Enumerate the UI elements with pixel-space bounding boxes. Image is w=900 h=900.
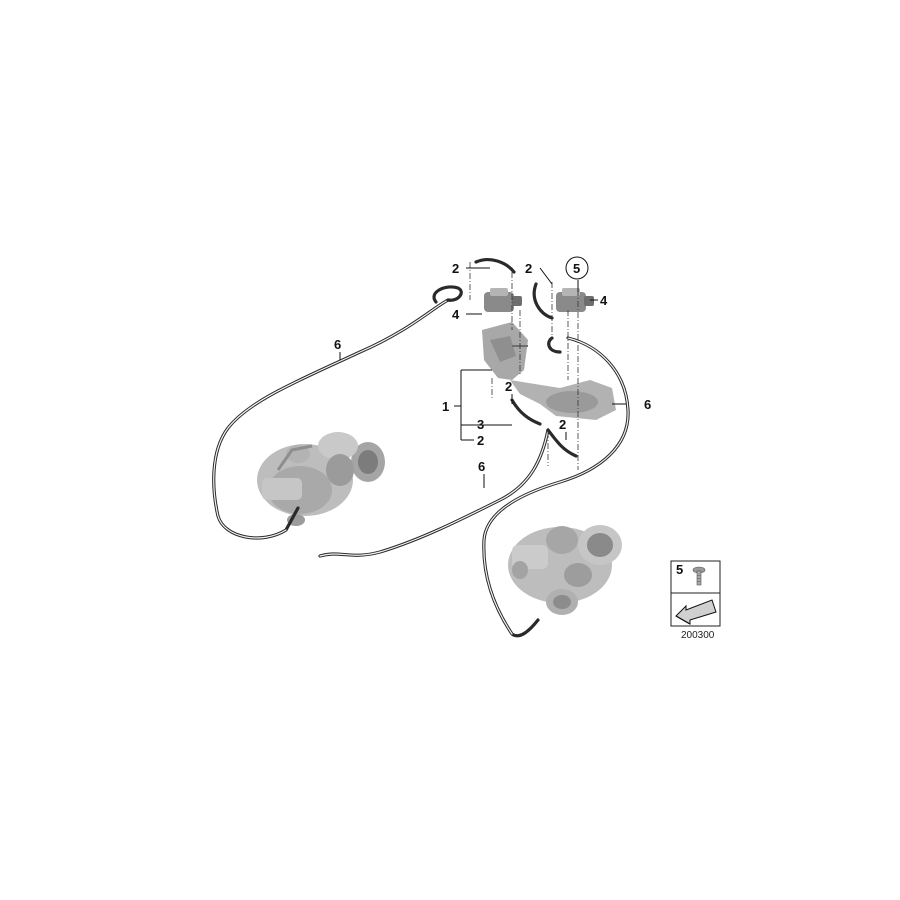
bracket <box>482 322 616 420</box>
callout-5: 5 <box>573 261 580 276</box>
pressure-converter-left <box>484 288 522 312</box>
turbocharger-left <box>257 432 385 526</box>
callout-leaders <box>339 267 626 488</box>
callout-6-middle: 6 <box>478 459 485 474</box>
callout-2-top-right: 2 <box>525 261 532 276</box>
callout-4-left: 4 <box>452 307 460 322</box>
callout-6-left: 6 <box>334 337 341 352</box>
callout-6-right: 6 <box>644 397 651 412</box>
reference-item-number: 5 <box>676 562 683 577</box>
callout-2-lower-right: 2 <box>559 417 566 432</box>
callout-3: 3 <box>477 417 484 432</box>
reference-box: 5 200300 <box>670 560 721 641</box>
drawing-number: 200300 <box>681 630 715 641</box>
turbocharger-right <box>508 525 622 615</box>
screw-icon <box>692 566 706 586</box>
assembly-lines <box>469 262 579 470</box>
callout-labels: 2 4 2 5 4 6 1 2 3 2 2 6 6 <box>334 256 651 474</box>
callout-4-right: 4 <box>600 293 608 308</box>
callout-2-lower-left: 2 <box>477 433 484 448</box>
callout-1: 1 <box>442 399 449 414</box>
callout-2-mid: 2 <box>505 379 512 394</box>
pressure-converter-right <box>556 288 594 312</box>
vacuum-hose <box>212 258 630 638</box>
callout-5-circle <box>565 256 589 280</box>
callout-2-top-left: 2 <box>452 261 459 276</box>
arrow-icon <box>675 599 717 625</box>
